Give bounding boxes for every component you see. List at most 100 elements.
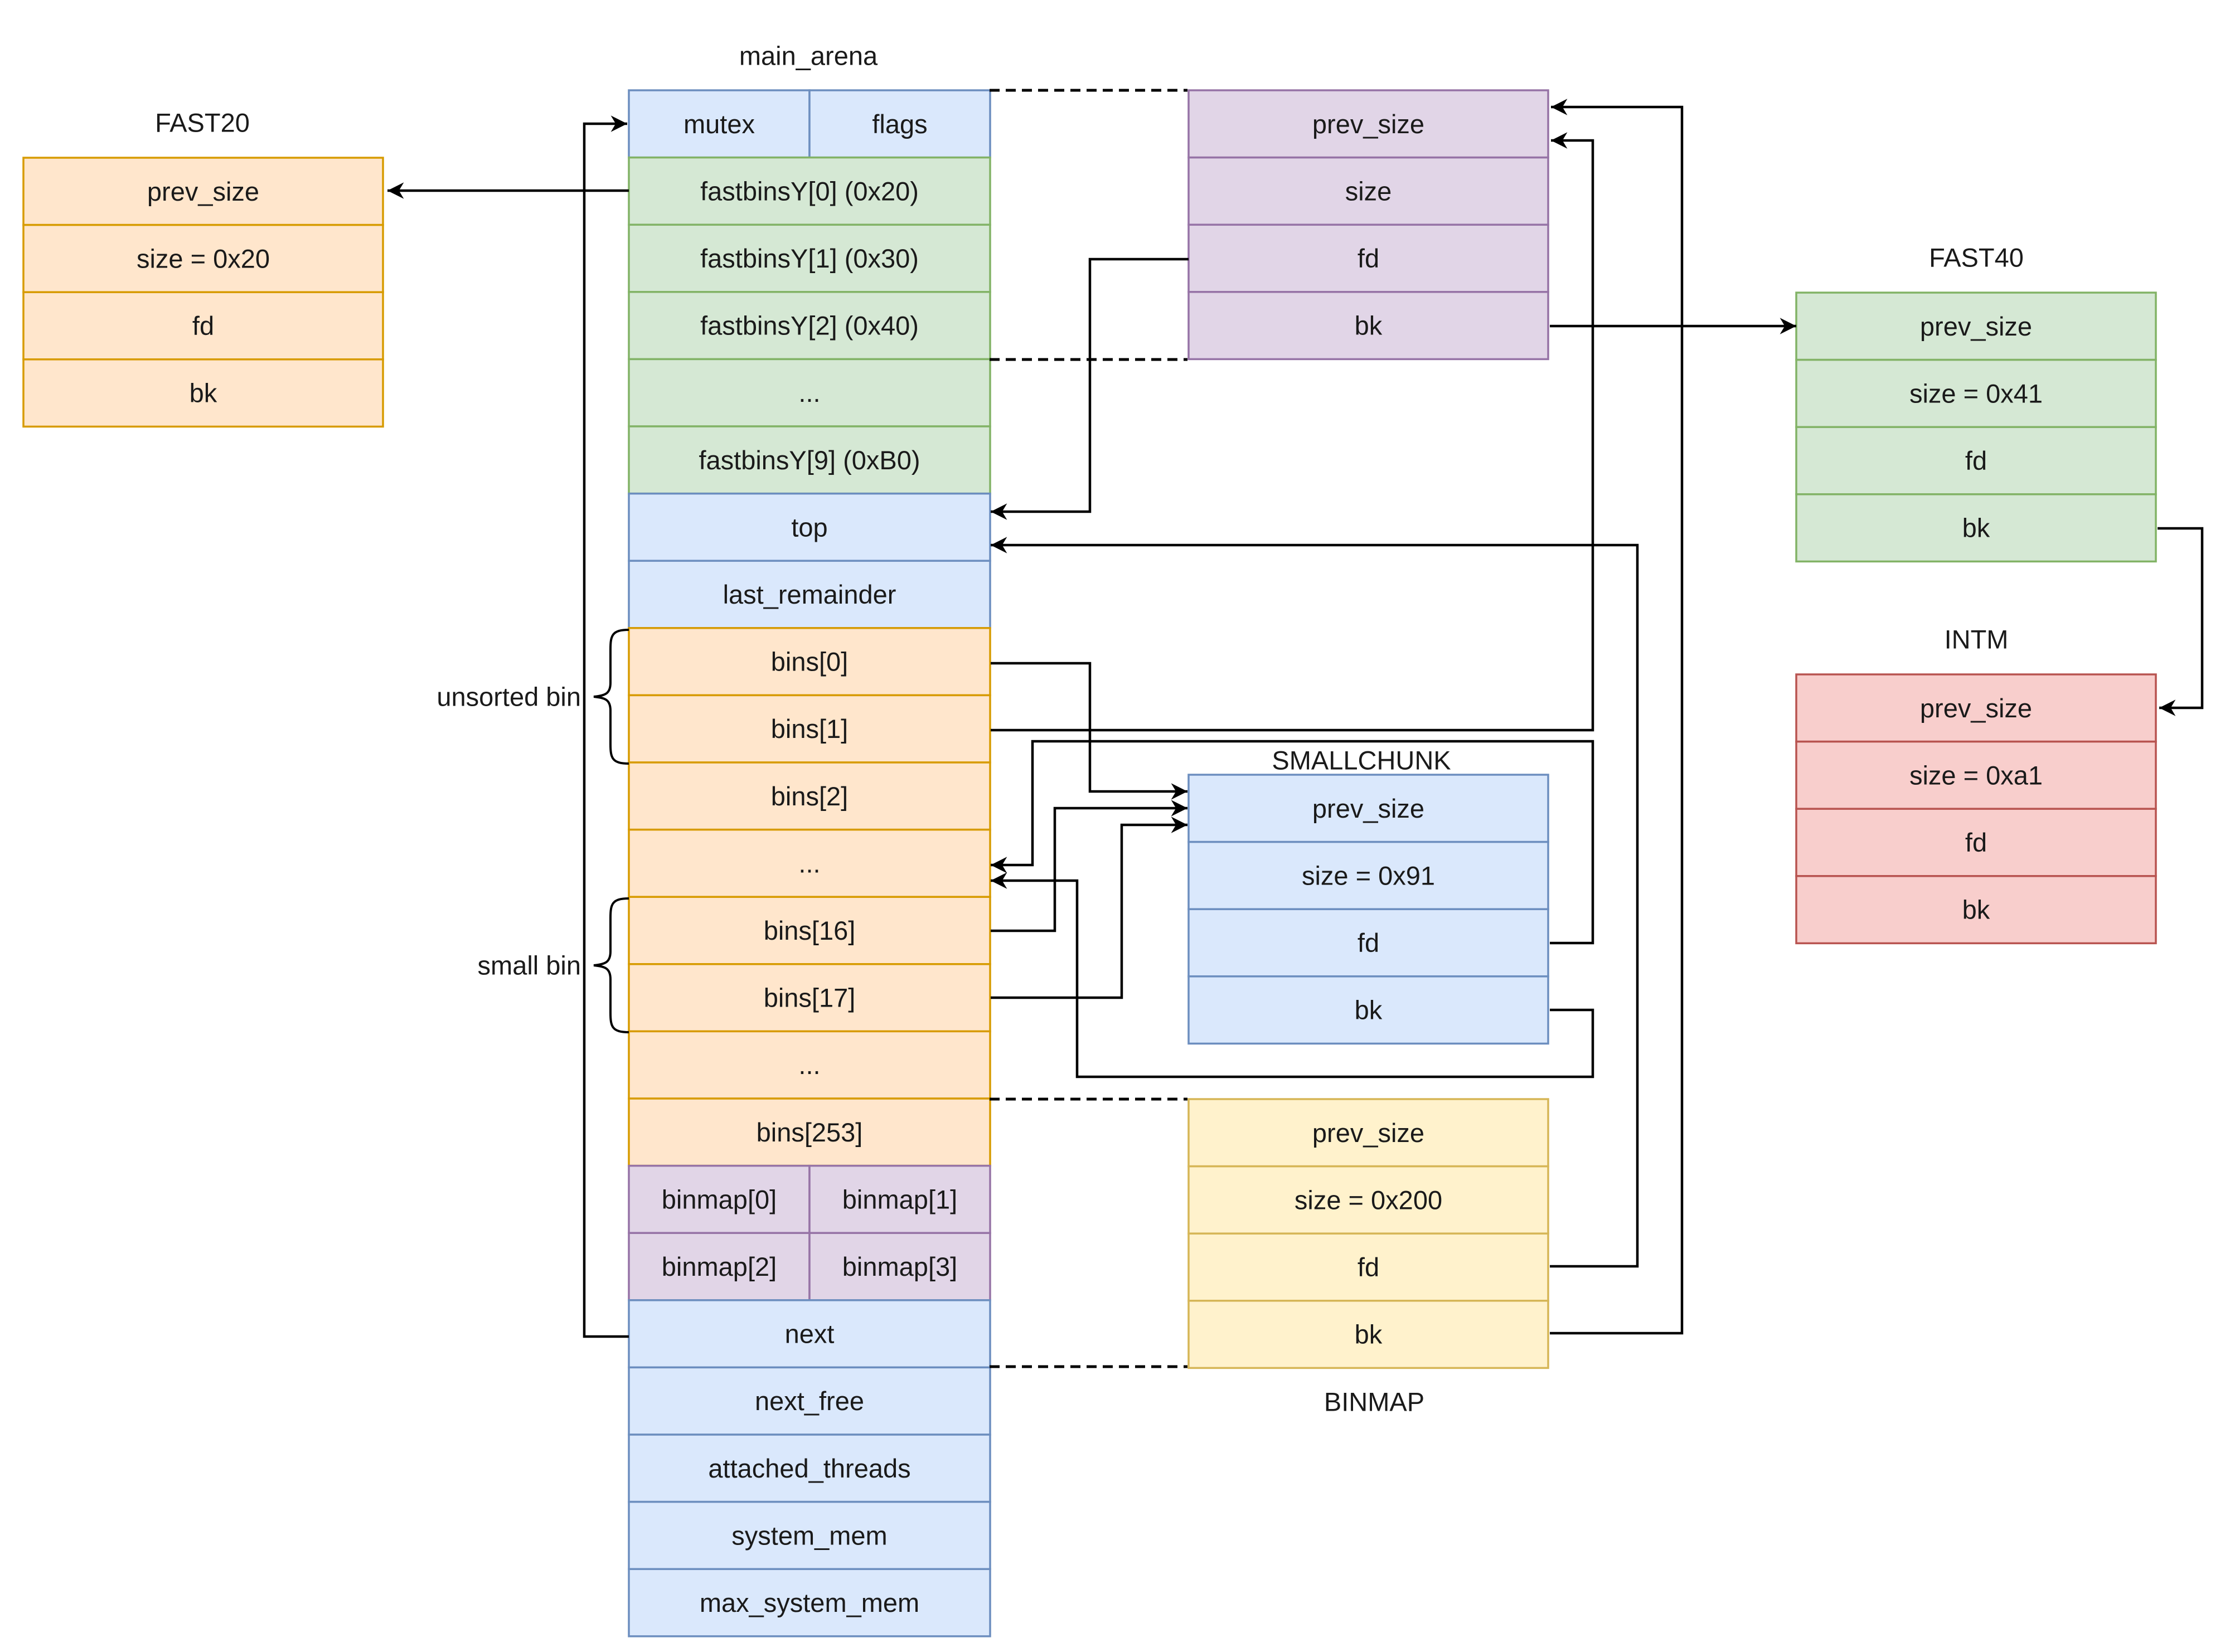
arena-tail-0-label: next — [785, 1319, 835, 1349]
arena-bin-0: bins[0] — [628, 627, 991, 697]
arrow-binmap-bk-to-chunk — [1550, 99, 1684, 1335]
fast40-field-1-label: size = 0x41 — [1909, 378, 2043, 408]
arena-binmap-0-label: binmap[0] — [662, 1184, 777, 1214]
arrow-bins17-to-smallchunk — [991, 817, 1187, 999]
smallchunk-field-3-label: bk — [1355, 995, 1383, 1025]
binmap-chunk-field-1-label: size = 0x200 — [1295, 1185, 1442, 1214]
arena-binmap-2-label: binmap[2] — [662, 1252, 777, 1281]
arena-bin-3: ... — [628, 828, 991, 898]
arena-binmap-1-label: binmap[1] — [842, 1184, 957, 1214]
intm-field-1-box — [1795, 740, 2157, 810]
arrow-fast40-bk-to-intm — [2158, 527, 2204, 716]
intm-field-0-box — [1795, 673, 2157, 743]
arena-mutex: mutex — [628, 89, 811, 159]
arena-fastbin-0-label: fastbinsY[0] (0x20) — [700, 176, 919, 206]
fast40-field-0-box — [1795, 291, 2157, 361]
main-arena-title: main_arena — [739, 41, 878, 71]
fast40-field-2: fd — [1795, 426, 2157, 495]
arena-bin-7-box — [628, 1097, 991, 1167]
arena-top-box — [628, 492, 991, 562]
memory-cells: mutex flags fastbinsY[0] (0x20) fastbinsY[1… — [22, 89, 2157, 1638]
smallchunk-field-3-box — [1187, 975, 1549, 1045]
fast20-field-3-box — [22, 358, 384, 428]
arena-flags-box — [808, 89, 991, 159]
arena-bin-3-label: ... — [798, 848, 820, 878]
arena-tail-1-label: next_free — [755, 1386, 864, 1416]
arena-bin-1-box — [628, 694, 991, 764]
arena-fastbin-4-label: fastbinsY[9] (0xB0) — [699, 445, 920, 475]
arena-bin-2-label: bins[2] — [771, 781, 848, 811]
intm-field-3-box — [1795, 875, 2157, 945]
fast20-field-0: prev_size — [22, 157, 384, 226]
arena-bin-2-box — [628, 761, 991, 831]
binmap-chunk-field-0-label: prev_size — [1312, 1118, 1424, 1148]
arrow-smallchunk-fd-to-bins — [991, 740, 1594, 945]
smallchunk-field-0: prev_size — [1187, 774, 1549, 843]
detail-chunk-field-2-label: fd — [1358, 244, 1379, 273]
arena-bin-6-box — [628, 1030, 991, 1100]
binmap-chunk-field-2-label: fd — [1358, 1252, 1379, 1282]
binmap-chunk-field-3: bk — [1187, 1300, 1549, 1369]
arena-bin-5: bins[17] — [628, 963, 991, 1033]
arena-binmap-3: binmap[3] — [808, 1232, 991, 1301]
fast40-field-2-box — [1795, 426, 2157, 495]
intm-field-3: bk — [1795, 875, 2157, 945]
arena-tail-2: attached_threads — [628, 1434, 991, 1503]
intm-field-2-label: fd — [1965, 828, 1987, 857]
arena-binmap-0: binmap[0] — [628, 1164, 811, 1234]
arena-last-remainder: last_remainder — [628, 560, 991, 629]
smallchunk-title: SMALLCHUNK — [1272, 746, 1451, 775]
arena-bin-5-label: bins[17] — [764, 983, 856, 1013]
detail-chunk-field-3: bk — [1187, 291, 1549, 361]
smallchunk-field-2: fd — [1187, 908, 1549, 978]
intm-field-2: fd — [1795, 808, 2157, 877]
smallchunk-field-2-box — [1187, 908, 1549, 978]
binmap-chunk-field-1-box — [1187, 1165, 1549, 1235]
arrow-chunk-fd-to-top — [991, 257, 1189, 520]
smallchunk-field-2-label: fd — [1358, 928, 1379, 958]
arena-bin-7-label: bins[253] — [757, 1117, 863, 1147]
fast20-field-0-box — [22, 157, 384, 226]
detail-chunk-field-0-label: prev_size — [1312, 109, 1424, 139]
arena-tail-4-box — [628, 1568, 991, 1638]
binmap-chunk-field-3-label: bk — [1355, 1320, 1383, 1349]
arena-fastbin-1: fastbinsY[1] (0x30) — [628, 223, 991, 293]
binmap-chunk-title: BINMAP — [1324, 1387, 1424, 1417]
intm-field-3-label: bk — [1962, 895, 1990, 925]
arena-bin-7: bins[253] — [628, 1097, 991, 1167]
arrow-bins1-to-chunk — [991, 132, 1594, 732]
arena-tail-4: max_system_mem — [628, 1568, 991, 1638]
smallchunk-field-3: bk — [1187, 975, 1549, 1045]
fast20-field-3: bk — [22, 358, 384, 428]
intm-field-1-label: size = 0xa1 — [1909, 760, 2043, 790]
arena-tail-3-label: system_mem — [731, 1520, 887, 1550]
arena-binmap-0-box — [628, 1164, 811, 1234]
detail-chunk-field-1-box — [1187, 156, 1549, 226]
small-bin-brace — [593, 897, 629, 1033]
arena-binmap-1: binmap[1] — [808, 1164, 991, 1234]
fast40-field-1: size = 0x41 — [1795, 358, 2157, 428]
smallchunk-field-1: size = 0x91 — [1187, 840, 1549, 910]
arena-fastbin-1-label: fastbinsY[1] (0x30) — [700, 244, 919, 273]
arena-fastbin-4-box — [628, 425, 991, 495]
intm-field-0: prev_size — [1795, 673, 2157, 743]
fast40-field-3-label: bk — [1962, 513, 1990, 543]
small-bin-label: small bin — [478, 951, 581, 980]
detail-chunk-field-3-label: bk — [1355, 311, 1383, 341]
fast40-title: FAST40 — [1929, 243, 2024, 273]
arena-top: top — [628, 492, 991, 562]
arena-fastbin-3: ... — [628, 358, 991, 427]
arena-tail-0: next — [628, 1299, 991, 1369]
arena-fastbin-0: fastbinsY[0] (0x20) — [628, 156, 991, 226]
detail-chunk-field-1: size — [1187, 156, 1549, 226]
arrow-binmap-fd-to-top — [991, 537, 1639, 1268]
fast20-field-1-box — [22, 223, 384, 293]
fast40-field-0: prev_size — [1795, 291, 2157, 361]
arena-tail-2-box — [628, 1434, 991, 1503]
binmap-chunk-field-2: fd — [1187, 1232, 1549, 1302]
arena-binmap-3-label: binmap[3] — [842, 1252, 957, 1281]
arena-bin-6: ... — [628, 1030, 991, 1100]
arena-flags-label: flags — [872, 109, 927, 139]
binmap-chunk-field-0: prev_size — [1187, 1098, 1549, 1168]
